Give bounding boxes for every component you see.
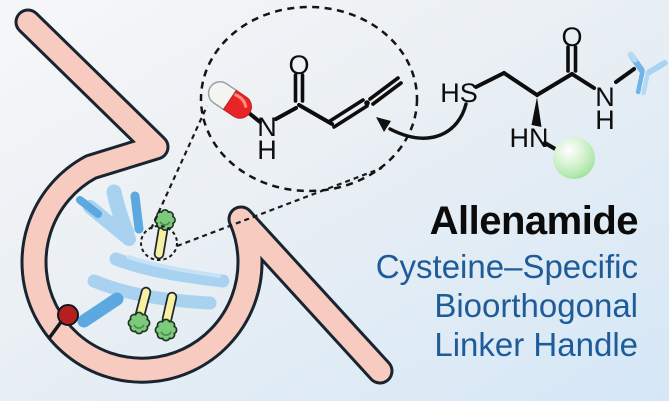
linker-stick — [136, 288, 150, 319]
bond-carbonyl-CH — [297, 103, 334, 126]
adc-antibody-icon — [76, 184, 230, 328]
allene-double2-b — [371, 81, 403, 106]
bond-N-sphere — [543, 141, 559, 152]
drug-pill-icon — [207, 81, 252, 119]
allene-double1-b — [332, 104, 369, 129]
antigen-sphere-icon — [57, 304, 79, 326]
thiol-attack-arrow — [376, 102, 468, 140]
atom-label-N: N — [595, 82, 615, 112]
payload-blob-icon — [154, 318, 178, 342]
pill-red-half — [222, 89, 252, 119]
payload-blob-icon — [127, 311, 151, 335]
antibody-arm-binding — [77, 292, 124, 328]
bond-N-antibody — [614, 67, 636, 84]
zoom-callout-line-left — [149, 105, 209, 230]
zoom-circle — [199, 5, 419, 193]
antibody-icon — [627, 51, 668, 96]
antibody-stem-dark — [635, 69, 645, 95]
allene-double1-a — [328, 98, 365, 123]
antibody-fc-highlight — [126, 255, 221, 278]
pill-gloss — [234, 93, 248, 108]
figure-subtitle-line-2: Bioorthogonal — [434, 286, 638, 324]
zoom-callout-line-right — [176, 166, 383, 248]
antibody-arm-left-tip — [627, 51, 638, 63]
bond-S-CH2 — [474, 71, 506, 89]
figure-caption: Allenamide Cysteine–Specific Bioorthogon… — [375, 199, 639, 365]
atom-label-N: N — [257, 112, 277, 142]
atom-label-H: H — [595, 105, 615, 135]
antibody-arm-right — [646, 59, 668, 75]
payload-blob-icon — [154, 209, 176, 231]
cell-membrane — [14, 8, 394, 385]
linker-stick — [163, 293, 176, 323]
atom-label-H: H — [257, 135, 277, 165]
antigen-stalk — [48, 320, 63, 339]
arrow-curve — [388, 102, 468, 140]
drug-linkers — [127, 209, 178, 342]
linker-highlight-circle — [140, 225, 178, 261]
bond-Ca-carbonyl — [535, 72, 574, 97]
protein-sphere-icon — [553, 137, 595, 179]
figure-title: Allenamide — [429, 199, 639, 243]
allene-central-carbon-dot — [364, 100, 370, 106]
linker-stick — [155, 226, 167, 258]
figure-subtitle-line-1: Cysteine–Specific — [375, 248, 638, 285]
bond-N-carbonyl — [274, 106, 298, 121]
atom-label-HN: HN — [510, 123, 549, 153]
pill-white-half — [207, 81, 238, 111]
antibody-fc-upper — [109, 252, 230, 288]
wedge-bond-Ca-N — [531, 97, 542, 127]
arrowhead — [376, 117, 391, 132]
antibody-light-chain-up — [130, 191, 144, 234]
atom-label-HS: HS — [440, 78, 478, 108]
bond-CH2-Ca — [502, 71, 539, 97]
membrane-antigen — [48, 304, 79, 339]
antibody-stem-light — [641, 70, 651, 96]
allene-double2-a — [368, 76, 400, 101]
atom-label-O: O — [288, 50, 309, 80]
antibody-light-chain-left — [76, 196, 102, 218]
allenamide-structure — [242, 73, 403, 129]
antibody-fc-lower — [87, 274, 217, 310]
cysteine-structure — [474, 45, 636, 152]
zoom-callout — [140, 5, 419, 261]
atom-label-O: O — [561, 22, 582, 52]
membrane-fill — [17, 11, 391, 382]
figure-subtitle-line-3: Linker Handle — [434, 325, 638, 363]
bond-carbonyl-N — [570, 72, 596, 90]
